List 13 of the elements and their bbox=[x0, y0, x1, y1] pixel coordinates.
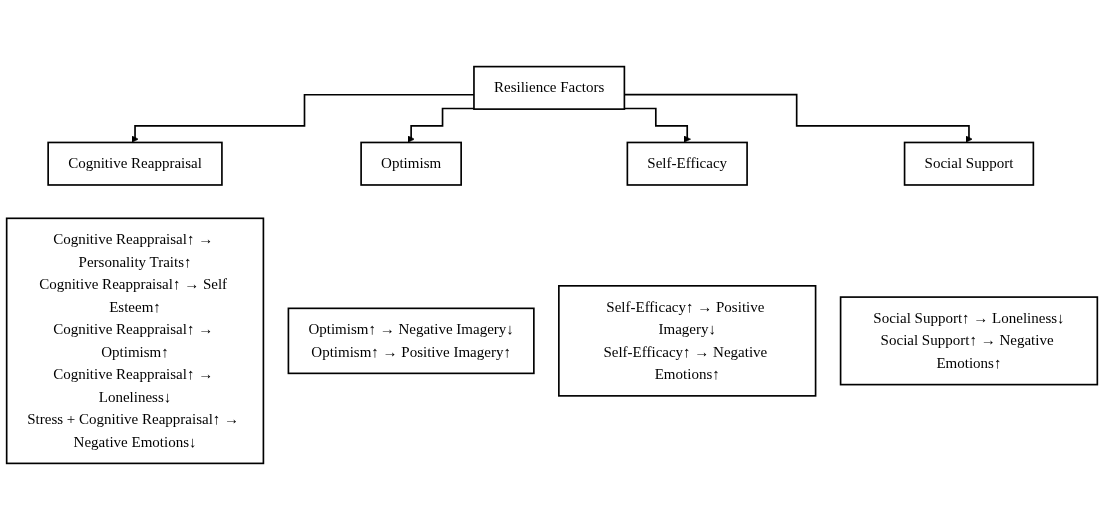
node-box: Self-Efficacy↑ → Positive Imagery↓ Self-Efficacy↑ → Negative Emotions↑ bbox=[558, 285, 817, 397]
node-box: Social Support bbox=[903, 141, 1035, 186]
node-box: Cognitive Reappraisal↑ → Personality Traits↑ Cognitive Reappraisal↑ → Self Esteem↑ Cognitive Reappraisal↑ → Optimism↑ Cognitive Reappraisal↑ → Loneliness↓ Stress + Cognitive Reappraisal↑ → Negative Emotions↓ bbox=[5, 217, 265, 465]
arrow bbox=[131, 93, 475, 143]
node-box: Cognitive Reappraisal bbox=[47, 141, 223, 186]
node-box: Self-Efficacy bbox=[626, 141, 748, 186]
arrow bbox=[623, 93, 973, 143]
node-box: Social Support↑ → Loneliness↓ Social Support↑ → Negative Emotions↑ bbox=[839, 296, 1099, 386]
arrow bbox=[623, 107, 691, 143]
node-box: Resilience Factors bbox=[473, 65, 626, 110]
arrow bbox=[407, 107, 475, 143]
node-box: Optimism bbox=[360, 141, 462, 186]
node-box: Optimism↑ → Negative Imagery↓ Optimism↑ → Positive Imagery↑ bbox=[287, 307, 535, 375]
